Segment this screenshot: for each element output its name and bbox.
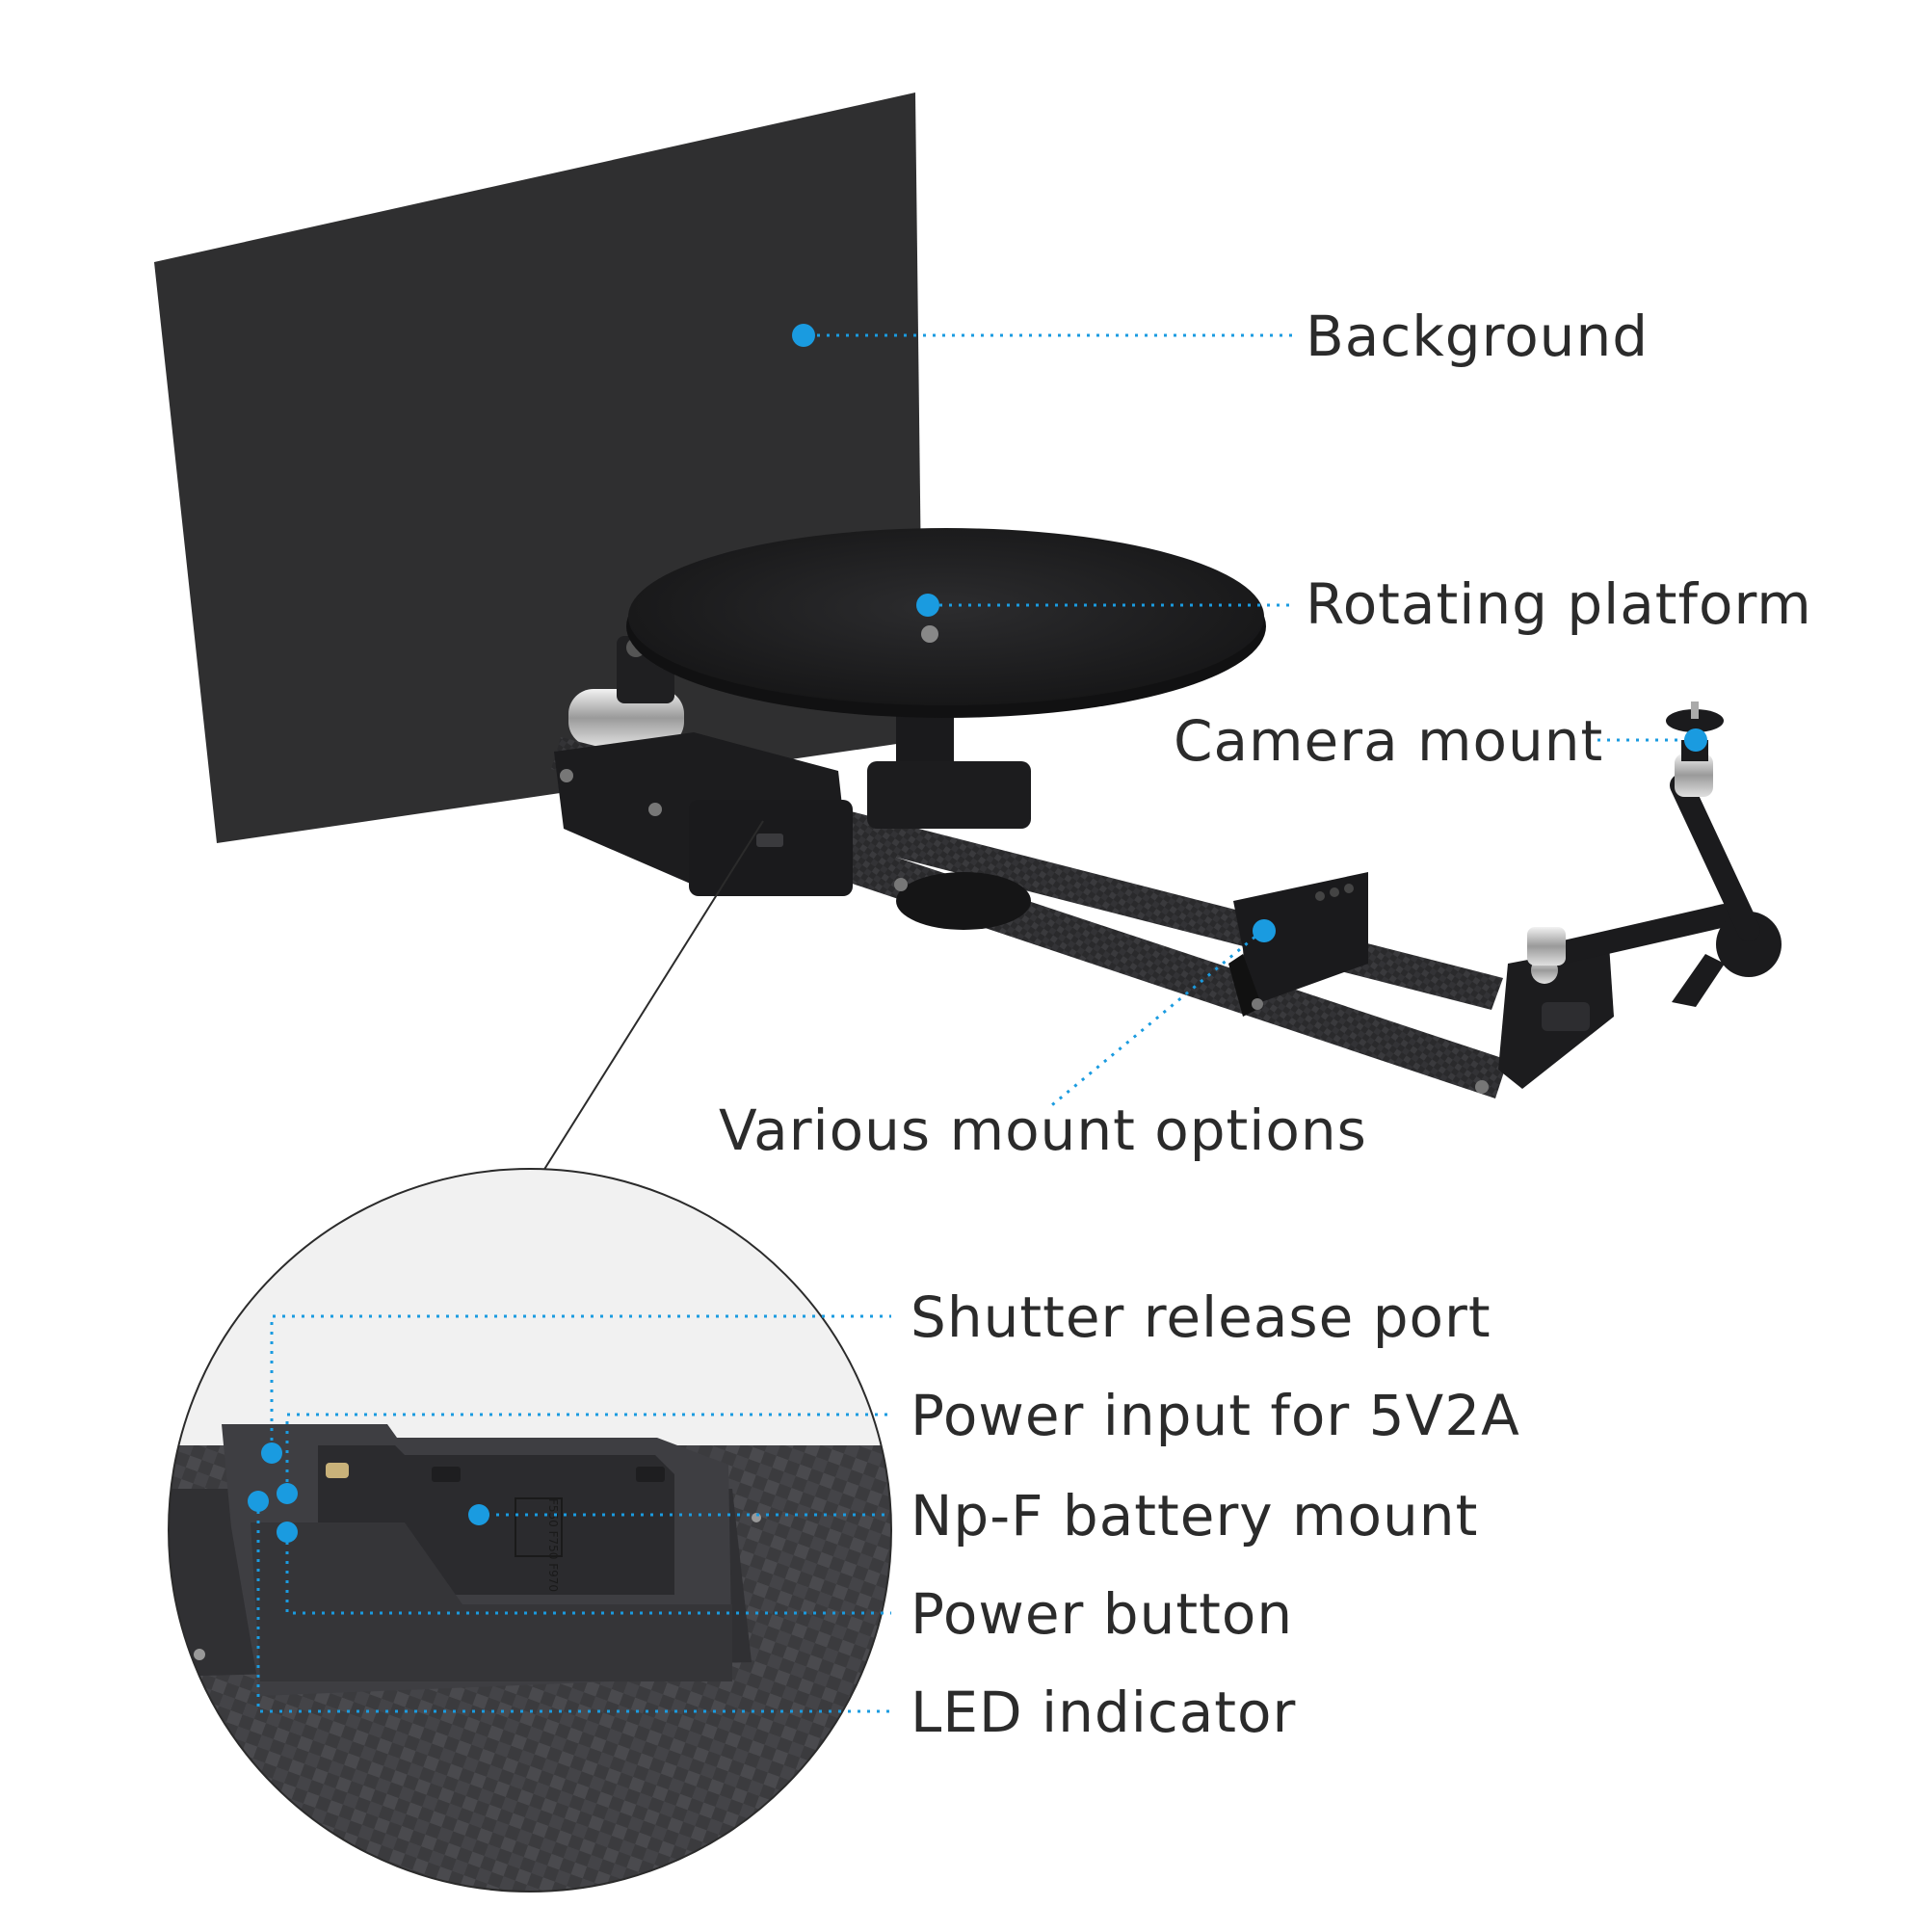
dot-power-input <box>277 1483 298 1504</box>
label-various-mount-options: Various mount options <box>719 1098 1367 1163</box>
dot-battery-mount <box>468 1504 489 1525</box>
dot-background <box>792 324 815 347</box>
label-battery-mount: Np-F battery mount <box>911 1483 1479 1548</box>
callout-leaders <box>256 333 1692 1713</box>
label-power-button: Power button <box>911 1581 1294 1647</box>
dot-camera-mount <box>1684 728 1707 752</box>
background-board <box>154 93 923 843</box>
middle-rail-clamp <box>1228 872 1368 1017</box>
dot-rotating-platform <box>916 594 939 617</box>
rotating-platform-disc <box>626 528 1266 718</box>
magic-arm <box>1527 701 1782 1007</box>
label-led-indicator: LED indicator <box>911 1680 1297 1745</box>
dot-led-indicator <box>248 1491 269 1512</box>
zoom-inset: F550 F750 F970 <box>168 1168 892 1892</box>
dot-shutter-port <box>261 1442 282 1464</box>
label-camera-mount: Camera mount <box>1174 708 1604 774</box>
end-rail-clamp <box>1475 944 1614 1094</box>
battery-plate-marking: F550 F750 F970 <box>546 1498 560 1592</box>
callout-dots <box>248 324 1707 1543</box>
dot-various-mount <box>1253 919 1276 942</box>
dot-power-button <box>277 1522 298 1543</box>
label-rotating-platform: Rotating platform <box>1306 571 1812 637</box>
label-shutter-release-port: Shutter release port <box>911 1284 1491 1350</box>
base-block <box>554 694 1031 930</box>
label-background: Background <box>1306 304 1650 369</box>
label-power-input: Power input for 5V2A <box>911 1383 1520 1448</box>
